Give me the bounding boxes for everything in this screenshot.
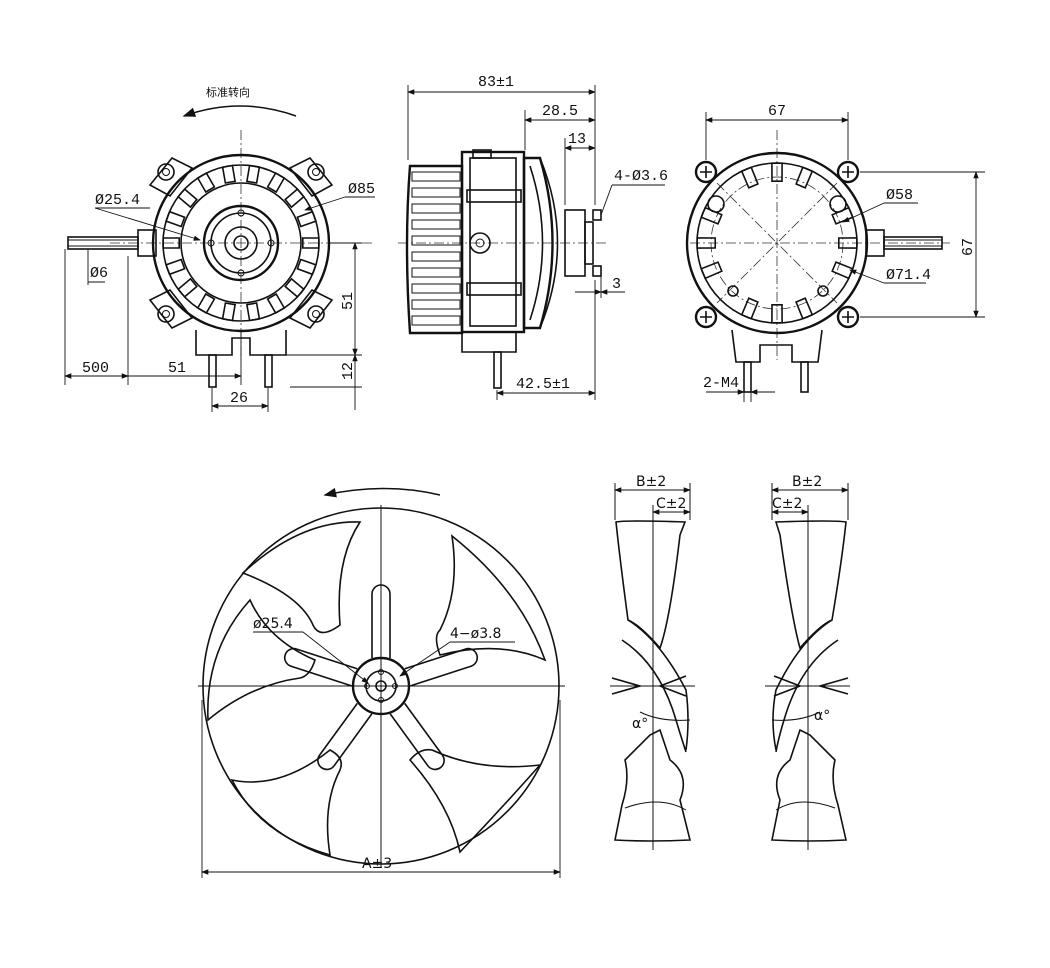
fan-rotation-arrow-icon [323,487,441,498]
vent-slot [165,210,186,228]
vent-slot [266,292,286,314]
cooling-rib [411,235,461,246]
front-terminal-height-label: 12 [340,362,357,380]
side-overall-length-label: 83±1 [478,74,514,91]
cooling-rib [411,315,461,326]
vent-slot [795,297,814,320]
side-front-length-label: 42.5±1 [516,376,570,393]
vent-slot [245,164,261,184]
rear-threads-label: 2-M4 [703,375,739,392]
front-shaft-diameter-label: Ø6 [90,265,108,282]
rear-height-label: 67 [960,238,977,256]
rotation-direction-label: 标准转向 [206,85,250,100]
vent-slot [302,237,320,249]
vent-slot [771,304,783,324]
front-lead-length-label: 500 [82,360,109,377]
cooling-rib [411,171,461,182]
fan-left-angle-label: α° [632,716,648,732]
vent-slot [221,302,237,322]
vent-slot [165,258,186,276]
side-rear-length-label: 28.5 [542,103,578,120]
cooling-rib [411,251,461,262]
spider-arm [317,702,373,771]
fan-right-width-label: B±2 [792,474,822,490]
spider-arm [283,647,358,687]
fan-mount-holes-label: 4−ø3.8 [450,626,501,642]
spider-arm [404,647,479,687]
vent-slot [740,297,759,320]
fan-left-offset-label: C±2 [656,496,686,512]
rear-bolt-circle-label: Ø71.4 [886,267,931,284]
vent-slot [196,172,216,194]
vent-slot [284,187,305,209]
cooling-rib [411,283,461,294]
vent-slot [831,261,854,280]
vent-slot [795,166,814,189]
rear-width-label: 67 [768,103,786,120]
fan-diameter-label: A±3 [362,856,392,872]
front-vent-slots [162,164,320,322]
rear-inner-circle-label: Ø58 [886,187,913,204]
cooling-rib [411,187,461,198]
side-flange-step-label: 3 [612,276,621,293]
cooling-rib [411,203,461,214]
vent-slot [700,206,723,225]
side-mount-holes-label: 4-Ø3.6 [614,168,668,185]
rotation-arrow-icon [182,105,297,117]
rear-corner-screws [694,160,860,329]
front-hub-diameter-label: Ø25.4 [95,192,140,209]
rear-view: 67 67 Ø58 Ø71.4 2-M4 [685,103,985,402]
vent-slot [162,237,180,249]
front-mount-ears [148,156,334,330]
vent-slot [296,210,317,228]
vent-slot [177,187,198,209]
side-flange-length-label: 13 [568,131,586,148]
fan-right-offset-label: C±2 [772,496,802,512]
cooling-rib [411,299,461,310]
fan-side-view-right: B±2 C±2 α° [765,474,850,850]
vent-slot [196,292,216,314]
fan-side-view-left: B±2 C±2 α° [610,474,695,850]
vent-slot [221,164,237,184]
fan-hub-spider [283,584,479,771]
front-height-label: 51 [340,292,357,310]
front-terminal-pitch-label: 26 [230,390,248,407]
vent-slot [700,261,723,280]
vent-slot [266,172,286,194]
fan-front-view: ø25.4 4−ø3.8 A±3 [198,487,565,878]
front-view: 标准转向 [64,85,375,412]
side-view: 83±1 28.5 13 4-Ø3.6 3 42.5±1 [398,74,668,400]
vent-slot [740,166,759,189]
front-shaft-offset-label: 51 [168,360,186,377]
fan-right-angle-label: α° [814,708,830,724]
vent-slot [284,277,305,299]
spider-arm [371,584,391,658]
fan-left-width-label: B±2 [636,474,666,490]
front-body-diameter-label: Ø85 [348,181,375,198]
cooling-rib [411,219,461,230]
vent-slot [245,302,261,322]
vent-slot [771,162,783,182]
fan-hub-diameter-label: ø25.4 [253,616,293,632]
side-ribbed-body [411,171,461,326]
spider-arm [389,702,445,771]
vent-slot [296,258,317,276]
vent-slot [177,277,198,299]
vent-slot [696,237,716,249]
cooling-rib [411,267,461,278]
vent-slot [838,237,858,249]
